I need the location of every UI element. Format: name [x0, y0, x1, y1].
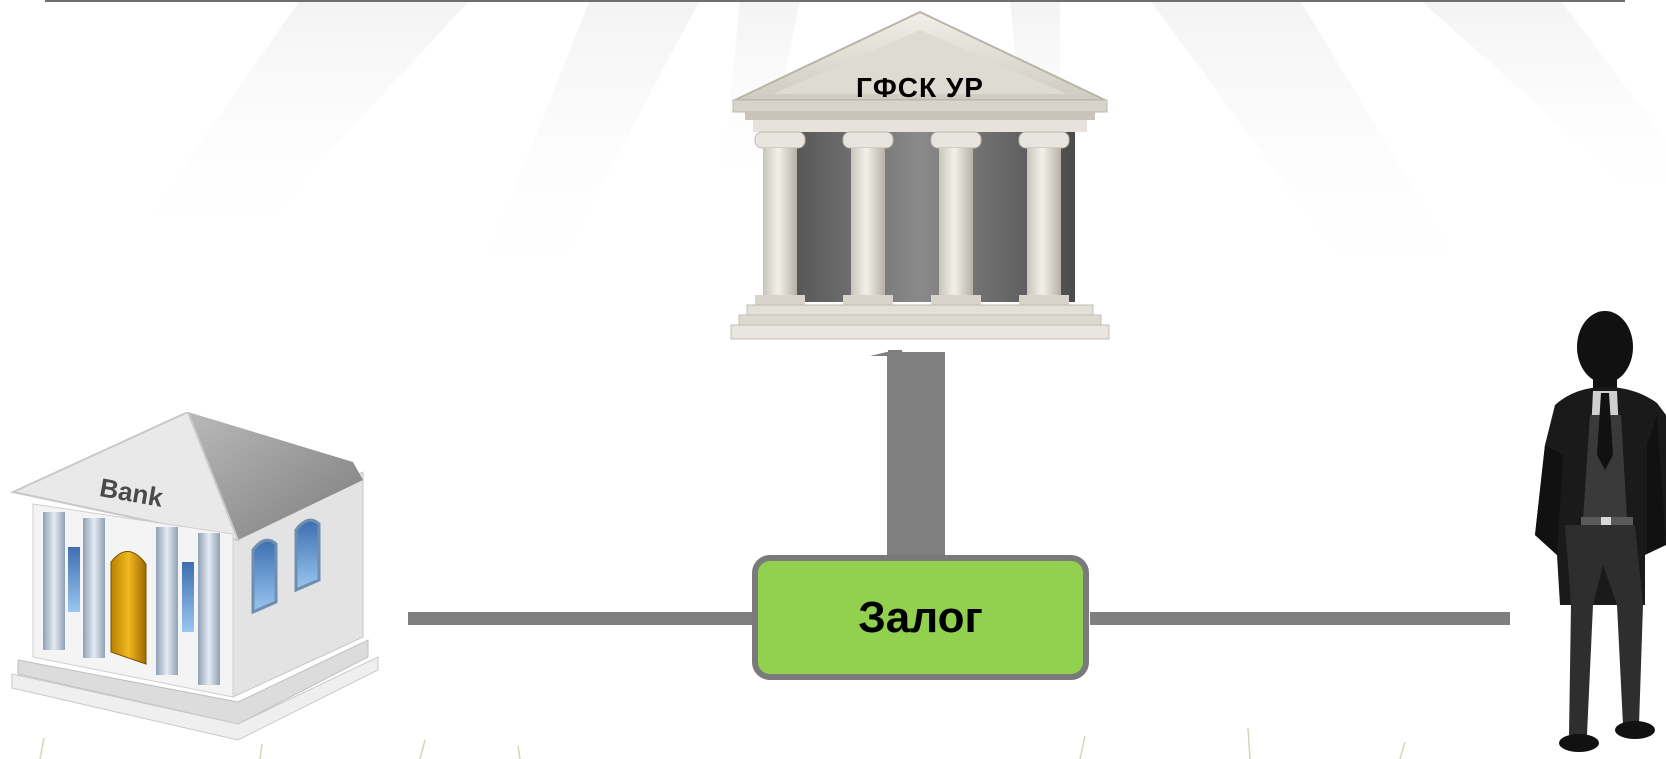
top-rule [45, 0, 1625, 2]
bank-building-icon [8, 412, 393, 742]
pledge-label: Залог [858, 593, 983, 643]
government-building-icon [725, 10, 1115, 355]
bank-building: Bank [8, 412, 393, 742]
government-building: ГФСК УР [725, 10, 1115, 355]
connector-bank-to-pledge [408, 612, 756, 625]
pledge-node: Залог [752, 555, 1089, 680]
grass-strip [0, 728, 1666, 759]
businessman-silhouette-icon [1535, 305, 1666, 759]
arrow-up-connector [845, 350, 945, 560]
connector-pledge-to-person [1090, 612, 1510, 625]
government-building-label: ГФСК УР [725, 72, 1115, 104]
